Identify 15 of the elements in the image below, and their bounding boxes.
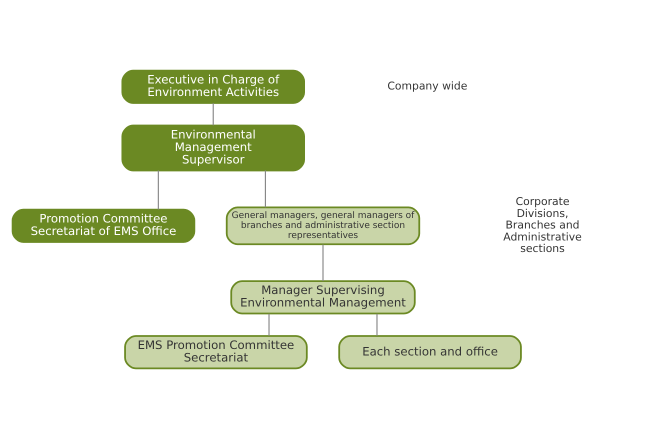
label: Corporate Divisions, Branches and Administrative sections bbox=[503, 195, 582, 255]
node-box: Executive in Charge of Environment Activities bbox=[121, 70, 305, 104]
node-box: Environmental Management Supervisor bbox=[121, 124, 305, 172]
connector bbox=[268, 314, 270, 336]
connector bbox=[264, 170, 266, 208]
connector bbox=[376, 314, 378, 336]
node-box: Each section and office bbox=[338, 335, 522, 370]
connector bbox=[322, 244, 324, 282]
node-box: EMS Promotion Committee Secretariat bbox=[124, 335, 308, 370]
node-box: Promotion Committee Secretariat of EMS Office bbox=[12, 208, 196, 243]
node-box: General managers, general managers of branches and administrative section representatives bbox=[226, 206, 420, 246]
node-box: Manager Supervising Environmental Management bbox=[230, 280, 416, 314]
connector bbox=[158, 170, 159, 210]
label: Company wide bbox=[387, 80, 468, 93]
connector bbox=[212, 103, 214, 126]
